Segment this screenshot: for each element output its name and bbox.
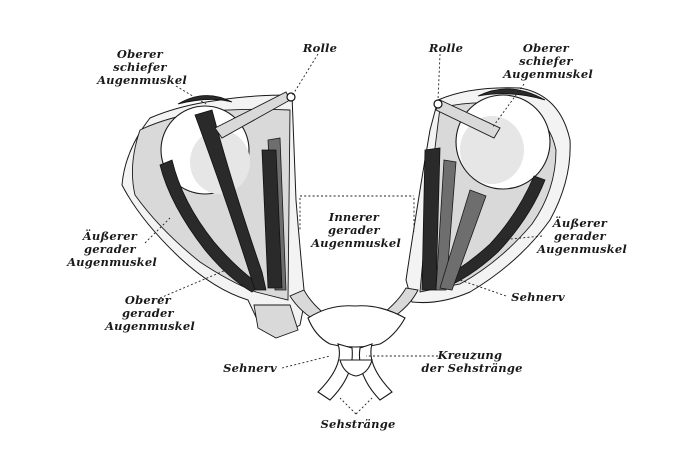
right-eyeball-shade (460, 116, 524, 184)
label-left-lateral-rectus: Äußerer gerader Augenmuskel (66, 229, 157, 269)
label-right-lateral-rectus: Äußerer gerader Augenmuskel (536, 216, 627, 256)
right-inferior-band (439, 189, 487, 291)
right-superior-oblique-muscle (435, 159, 457, 291)
right-trochlea (433, 99, 443, 109)
left-superior-rectus-muscle (194, 109, 267, 291)
label-right-trochlea: Rolle (428, 41, 463, 55)
left-trochlea (286, 92, 296, 102)
left-orbit (121, 91, 306, 339)
left-medial-rectus-muscle (261, 149, 283, 289)
optic-chiasm-group (289, 287, 419, 401)
chiasm-body (307, 305, 406, 348)
label-left-superior-rectus: Oberer gerader Augenmuskel (104, 293, 195, 333)
label-left-superior-oblique: Oberer schiefer Augenmuskel (96, 47, 187, 87)
right-orbit (405, 87, 571, 303)
optic-tract-stem (339, 359, 373, 377)
label-optic-tracts: Sehstränge (321, 417, 396, 431)
label-left-optic-nerve: Sehnerv (223, 361, 277, 375)
label-chiasm: Kreuzung der Sehstränge (421, 348, 522, 375)
optic-tract-left (317, 343, 353, 401)
label-right-optic-nerve: Sehnerv (511, 290, 565, 304)
labels: Oberer schiefer Augenmuskel Rolle Rolle … (66, 41, 627, 431)
leader-lines (144, 53, 543, 415)
right-cornea (477, 88, 546, 101)
label-left-trochlea: Rolle (302, 41, 337, 55)
label-medial-rectus: Innerer gerader Augenmuskel (310, 210, 401, 250)
left-cornea (177, 95, 233, 105)
label-right-superior-oblique: Oberer schiefer Augenmuskel (502, 41, 593, 81)
left-bone-section (253, 304, 299, 339)
optic-tract-right (358, 343, 393, 401)
